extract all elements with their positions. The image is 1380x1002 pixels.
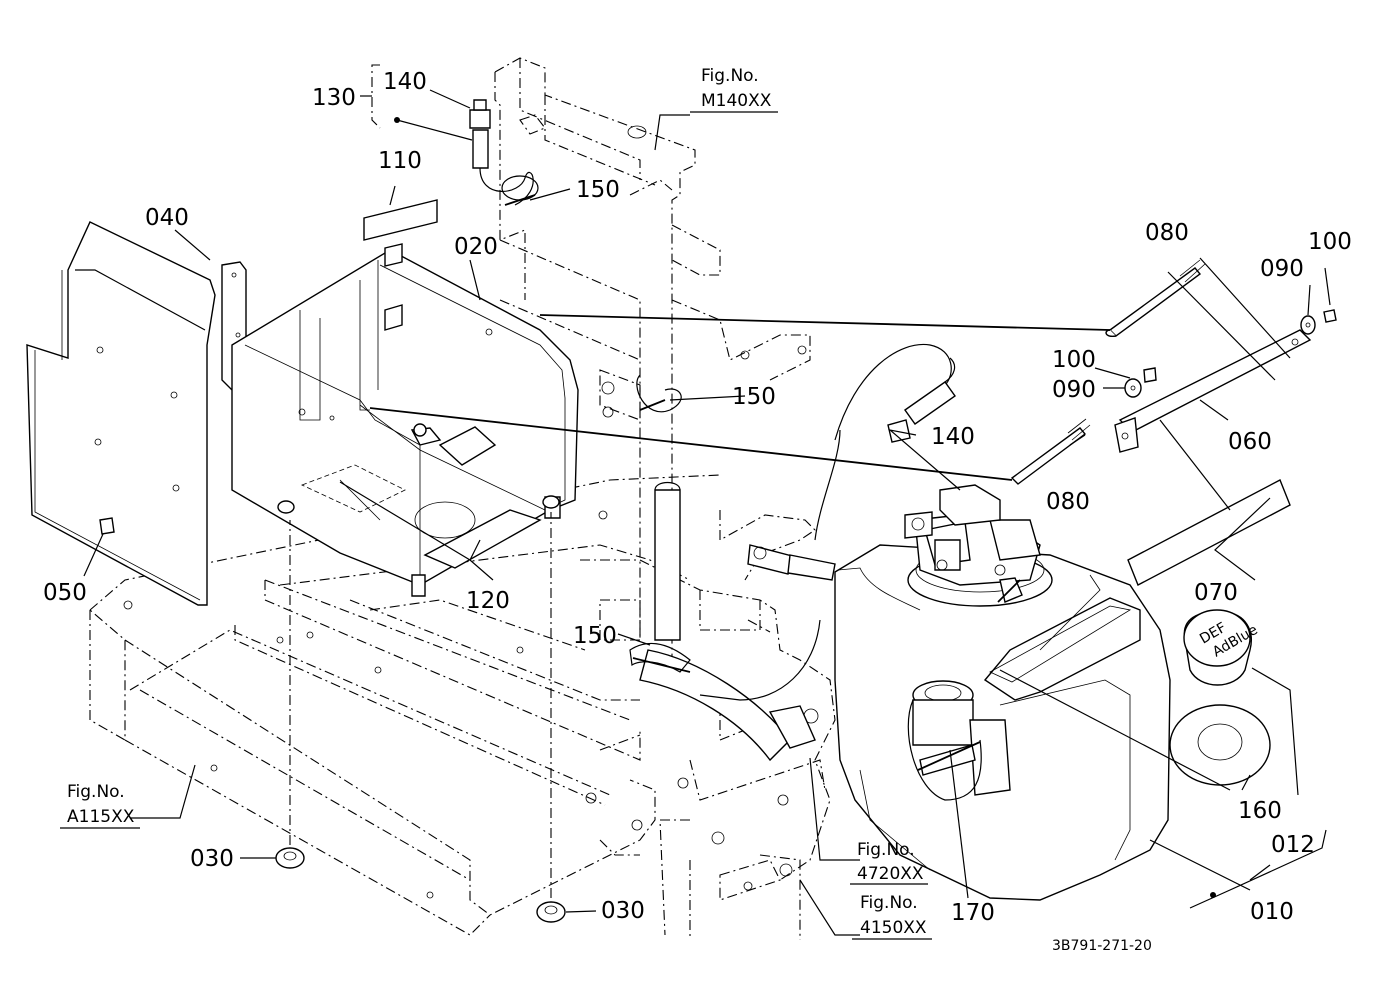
harness-pipe <box>629 343 952 762</box>
part-130-sensor-harness <box>371 64 539 206</box>
part-020-bracket-box <box>231 199 579 597</box>
part-140-sensor-right <box>887 357 956 443</box>
label-100-mid: 100 <box>1052 347 1096 373</box>
part-070-plate <box>1127 479 1291 586</box>
label-100-top: 100 <box>1308 229 1352 255</box>
label-160: 160 <box>1238 798 1282 824</box>
label-170: 170 <box>951 900 995 926</box>
label-010: 010 <box>1250 899 1294 925</box>
label-030-left: 030 <box>190 846 234 872</box>
figref-m140-line2: M140XX <box>701 91 772 111</box>
label-080-top: 080 <box>1145 220 1189 246</box>
label-090-top: 090 <box>1260 256 1304 282</box>
part-030-bolt-bottom <box>536 495 566 923</box>
label-130: 130 <box>312 85 356 111</box>
figref-4150-line1: Fig.No. <box>860 893 918 913</box>
label-050: 050 <box>43 580 87 606</box>
figref-4150-line2: 4150XX <box>860 918 927 938</box>
label-140-top: 140 <box>383 69 427 95</box>
hardware-washers-nuts <box>1124 309 1337 398</box>
part-080-rod-mid <box>1010 418 1091 485</box>
part-010-def-tank <box>747 484 1216 901</box>
label-150-c: 150 <box>573 623 617 649</box>
label-030-bottom: 030 <box>601 898 645 924</box>
part-080-rod-top <box>1105 259 1206 338</box>
part-030-bolt-left <box>275 500 305 869</box>
figref-a115-line2: A115XX <box>67 807 135 827</box>
figure-references: Fig.No. M140XX Fig.No. A115XX Fig.No. 47… <box>60 66 932 940</box>
label-020: 020 <box>454 234 498 260</box>
figref-m140-line1: Fig.No. <box>701 66 759 86</box>
leader-lines <box>75 89 1331 936</box>
label-150-a: 150 <box>576 177 620 203</box>
label-012: 012 <box>1271 832 1315 858</box>
part-160-gasket <box>1169 704 1271 786</box>
label-090-mid: 090 <box>1052 377 1096 403</box>
part-060-strap <box>1114 329 1312 453</box>
figref-4720-line2: 4720XX <box>857 864 924 884</box>
label-060: 060 <box>1228 429 1272 455</box>
part-050-bolt <box>99 517 115 535</box>
label-120: 120 <box>466 588 510 614</box>
label-140-right: 140 <box>931 424 975 450</box>
figref-a115-line1: Fig.No. <box>67 782 125 802</box>
label-070: 070 <box>1194 580 1238 606</box>
label-040: 040 <box>145 205 189 231</box>
label-150-b: 150 <box>732 384 776 410</box>
label-080-mid: 080 <box>1046 489 1090 515</box>
label-110: 110 <box>378 148 422 174</box>
part-040-cover <box>26 221 247 606</box>
part-012-cap: DEF AdBlue <box>1183 609 1261 686</box>
drawing-code: 3B791-271-20 <box>1052 938 1152 954</box>
part-labels: 130 140 110 040 020 150 150 150 050 120 … <box>43 69 1352 926</box>
figref-4720-line1: Fig.No. <box>857 840 915 860</box>
